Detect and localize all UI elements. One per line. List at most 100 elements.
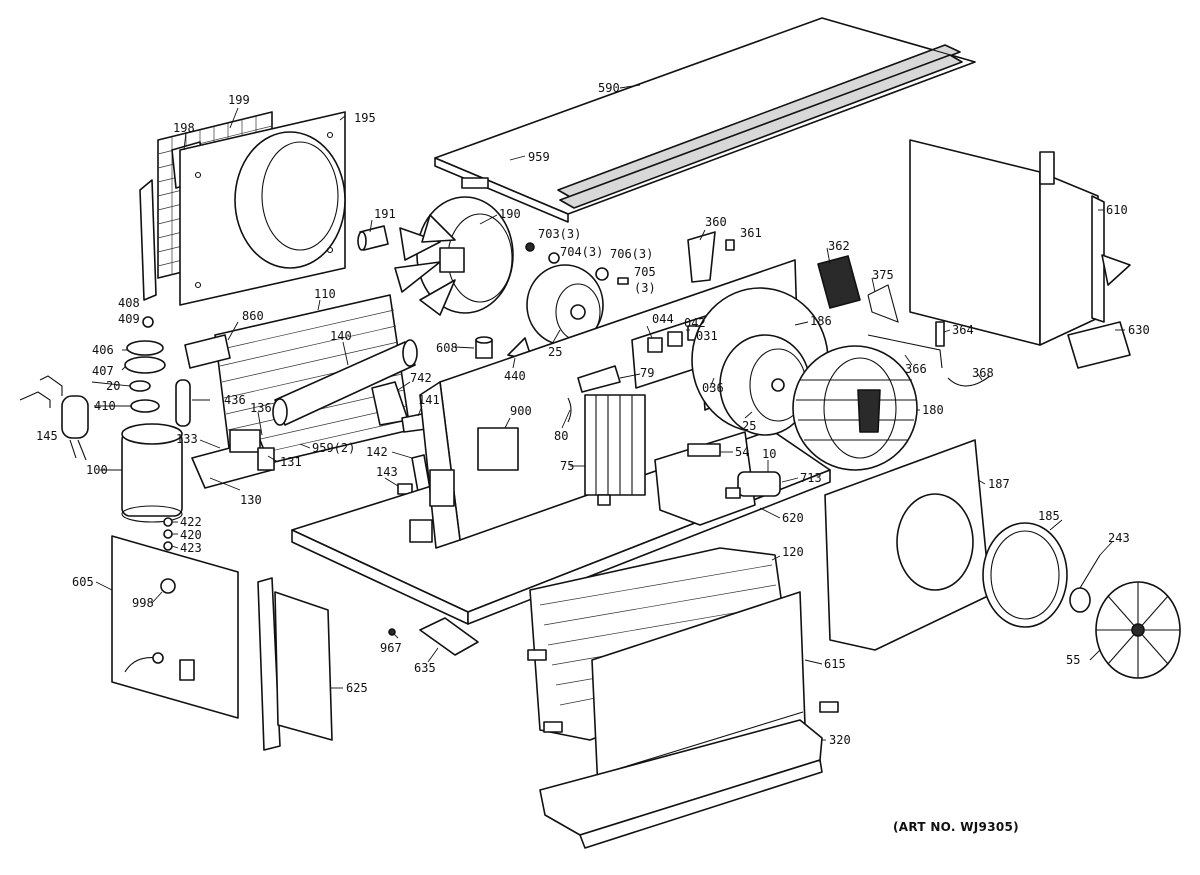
- terminal-block-54: [687, 443, 721, 457]
- callout-136: 136: [250, 401, 272, 415]
- callout-80: 80: [554, 429, 568, 443]
- callout-031: 031: [696, 329, 718, 343]
- callout-610: 610: [1106, 203, 1128, 217]
- relay-608: [475, 336, 493, 359]
- callout-409: 409: [118, 312, 140, 326]
- callout-133: 133: [176, 432, 198, 446]
- bracket-360: [687, 231, 716, 283]
- callout-110: 110: [314, 287, 336, 301]
- screws-703-704-706: [525, 242, 629, 285]
- callout-25-lower: 25: [742, 419, 756, 433]
- callout-042: 042: [684, 316, 706, 330]
- heater-element-75: [584, 394, 646, 506]
- callout-407: 407: [92, 364, 114, 378]
- callout-180: 180: [922, 403, 944, 417]
- callout-044: 044: [652, 312, 674, 326]
- callout-713: 713: [800, 471, 822, 485]
- callout-410: 410: [94, 399, 116, 413]
- callout-187: 187: [988, 477, 1010, 491]
- callout-120: 120: [782, 545, 804, 559]
- insulation-860: [184, 334, 231, 369]
- callout-360: 360: [705, 215, 727, 229]
- callout-703: 703(3): [538, 227, 581, 241]
- callout-20: 20: [106, 379, 120, 393]
- callout-361: 361: [740, 226, 762, 240]
- callout-185: 185: [1038, 509, 1060, 523]
- callout-590: 590: [598, 81, 620, 95]
- filter-362: [817, 255, 861, 309]
- tube-140: [272, 339, 418, 426]
- callout-625: 625: [346, 681, 368, 695]
- parts-422-423: [163, 517, 173, 551]
- part-364: [935, 321, 945, 347]
- fan-blade-55: [1095, 581, 1181, 679]
- callout-605: 605: [72, 575, 94, 589]
- callout-100: 100: [86, 463, 108, 477]
- callout-036: 036: [702, 381, 724, 395]
- fan-ring-185: [982, 522, 1068, 628]
- callout-615: 615: [824, 657, 846, 671]
- callout-406: 406: [92, 343, 114, 357]
- leader-lines: [91, 84, 1125, 741]
- callout-900: 900: [510, 404, 532, 418]
- callout-959-top: 959: [528, 150, 550, 164]
- callout-10: 10: [762, 447, 776, 461]
- rod-366: [867, 334, 943, 369]
- shroud-195: [179, 111, 346, 306]
- callout-436: 436: [224, 393, 246, 407]
- motor-243: [1069, 554, 1101, 613]
- callout-366: 366: [905, 362, 927, 376]
- base-rail-630: [1067, 321, 1131, 369]
- spring-368: [947, 375, 991, 387]
- control-box-620: [654, 431, 756, 526]
- drain-pan-320: [539, 701, 839, 849]
- callout-368: 368: [972, 366, 994, 380]
- callout-130: 130: [240, 493, 262, 507]
- grommets-406-409: [124, 316, 166, 413]
- callout-364: 364: [952, 323, 974, 337]
- callout-362: 362: [828, 239, 850, 253]
- callout-143: 143: [376, 465, 398, 479]
- bracket-79: [577, 365, 621, 393]
- panel-625: [257, 577, 333, 751]
- callout-608: 608: [436, 341, 458, 355]
- callout-635: 635: [414, 661, 436, 675]
- callout-186: 186: [810, 314, 832, 328]
- compressor-100: [121, 379, 191, 523]
- screw-967: [388, 628, 396, 636]
- callout-860: 860: [242, 309, 264, 323]
- capacitor-713: [725, 471, 781, 499]
- callout-420: 420: [180, 528, 202, 542]
- callout-408: 408: [118, 296, 140, 310]
- callout-967: 967: [380, 641, 402, 655]
- callout-705-qty: (3): [634, 281, 656, 295]
- art-number-label: (ART NO. WJ9305): [893, 820, 1019, 834]
- callout-195: 195: [354, 111, 376, 125]
- condenser-fan-190: [394, 196, 514, 316]
- shaft-191: [357, 225, 389, 251]
- callout-198: 198: [173, 121, 195, 135]
- callout-620: 620: [782, 511, 804, 525]
- blower-wheel-180: [792, 345, 918, 471]
- callout-55: 55: [1066, 653, 1080, 667]
- part-80: [567, 397, 572, 423]
- callout-630: 630: [1128, 323, 1150, 337]
- callout-320: 320: [829, 733, 851, 747]
- bracket-635: [419, 617, 479, 656]
- callout-440: 440: [504, 369, 526, 383]
- callout-131: 131: [280, 455, 302, 469]
- callout-75: 75: [560, 459, 574, 473]
- side-strip: [139, 179, 157, 301]
- callout-190: 190: [499, 207, 521, 221]
- callout-422: 422: [180, 515, 202, 529]
- callout-79: 79: [640, 366, 654, 380]
- partition-187: [824, 439, 991, 651]
- callout-706: 706(3): [610, 247, 653, 261]
- callout-140: 140: [330, 329, 352, 343]
- callout-199: 199: [228, 93, 250, 107]
- drier-145: [19, 375, 89, 461]
- callout-145: 145: [36, 429, 58, 443]
- front-panel-605: [111, 535, 239, 719]
- callout-141: 141: [418, 393, 440, 407]
